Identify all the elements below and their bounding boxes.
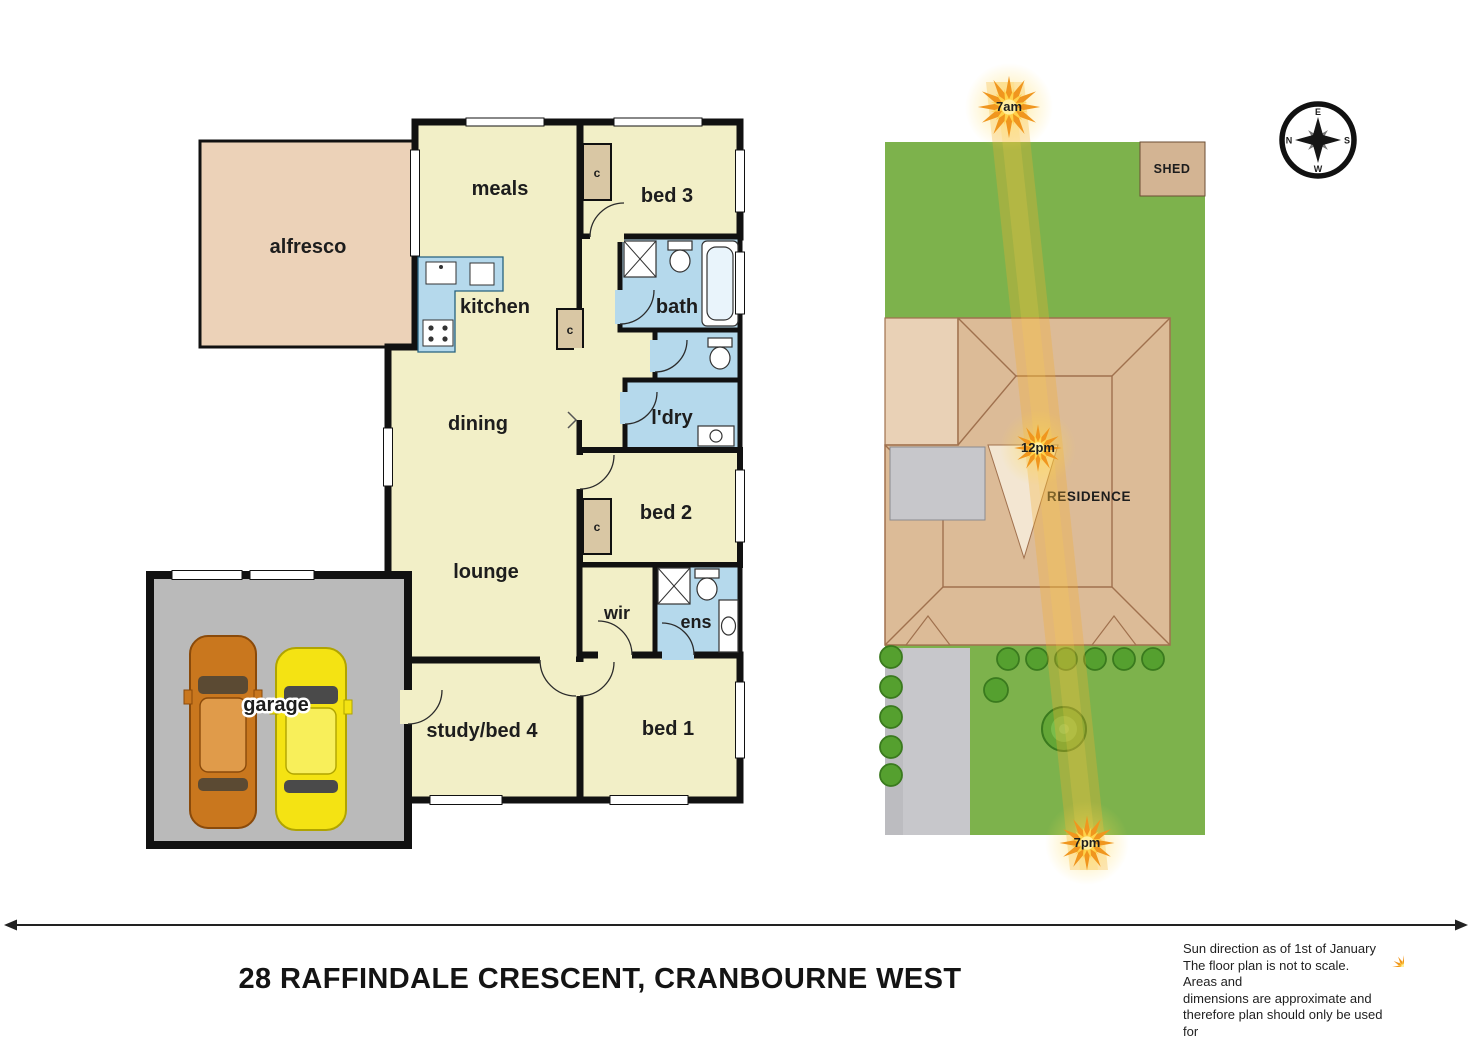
label-bed3: bed 3 xyxy=(641,185,693,207)
label-bed2: bed 2 xyxy=(640,502,692,524)
cupboards: c c c xyxy=(556,143,612,555)
compass-top-letter: E xyxy=(1315,107,1321,117)
compass-right-letter: S xyxy=(1344,136,1350,146)
toilet-icon xyxy=(707,337,733,348)
cupboard-label: c xyxy=(594,166,601,180)
cupboard-label: c xyxy=(567,323,574,337)
label-bed1: bed 1 xyxy=(642,718,694,740)
garden-trees xyxy=(879,645,1165,787)
toilet-icon xyxy=(667,240,693,251)
toilet-icon xyxy=(694,568,720,579)
kitchen-sink xyxy=(425,261,457,285)
disclaimer-line: therefore plan should only be used for xyxy=(1183,1007,1383,1039)
shed xyxy=(1139,141,1206,197)
sun-7pm-label: 7pm xyxy=(1074,835,1101,850)
label-dining: dining xyxy=(448,413,508,435)
windows xyxy=(171,117,745,805)
label-meals: meals xyxy=(472,178,529,200)
compass-bottom-letter: W xyxy=(1314,164,1323,174)
label-alfresco: alfresco xyxy=(270,236,347,258)
kitchen-bench-sink xyxy=(469,262,495,286)
car-orange xyxy=(183,635,263,829)
disclaimer-line: dimensions are approximate and xyxy=(1183,990,1372,1006)
toilet-icon xyxy=(696,577,718,601)
kitchen-counters xyxy=(417,256,504,353)
disclaimer: Sun direction as of 1st of January The f… xyxy=(1183,941,1383,1041)
sun-legend-icon xyxy=(1378,941,1404,967)
label-ensuite: ens xyxy=(680,612,711,632)
disclaimer-line: Sun direction as of 1st of January xyxy=(1183,941,1376,956)
room-alfresco xyxy=(198,139,419,349)
sun-7am-label: 7am xyxy=(996,99,1022,114)
kitchen-stove xyxy=(422,319,454,347)
label-lounge: lounge xyxy=(453,561,519,583)
floorplan: c c c xyxy=(146,117,745,849)
label-garage: garage xyxy=(243,694,309,716)
compass-rose: E S W N xyxy=(1279,101,1357,179)
address-title: 28 RAFFINDALE CRESCENT, CRANBOURNE WEST xyxy=(238,963,962,995)
cupboard-label: c xyxy=(594,520,601,534)
label-kitchen: kitchen xyxy=(460,296,530,318)
sun-12pm-label: 12pm xyxy=(1021,440,1055,455)
car-yellow xyxy=(269,647,353,831)
label-laundry: l'dry xyxy=(651,407,693,429)
site-garage-block xyxy=(889,446,986,521)
door-arcs xyxy=(400,202,695,725)
footer-divider xyxy=(4,919,1468,931)
siteplan: SHED RE xyxy=(879,63,1206,885)
bathroom-fixtures xyxy=(623,240,739,653)
compass-needle xyxy=(1295,117,1341,163)
toilet-icon xyxy=(669,249,691,273)
toilet-icon xyxy=(709,346,731,370)
residence-label: RESIDENCE xyxy=(1047,489,1131,504)
disclaimer-line: The floor plan is not to scale. Areas an… xyxy=(1183,957,1350,990)
compass-left-letter: N xyxy=(1286,136,1293,146)
shed-label: SHED xyxy=(1154,162,1191,176)
large-tree xyxy=(1041,706,1087,752)
label-study: study/bed 4 xyxy=(426,720,538,742)
label-wir: wir xyxy=(603,603,630,623)
label-bath: bath xyxy=(656,296,698,318)
